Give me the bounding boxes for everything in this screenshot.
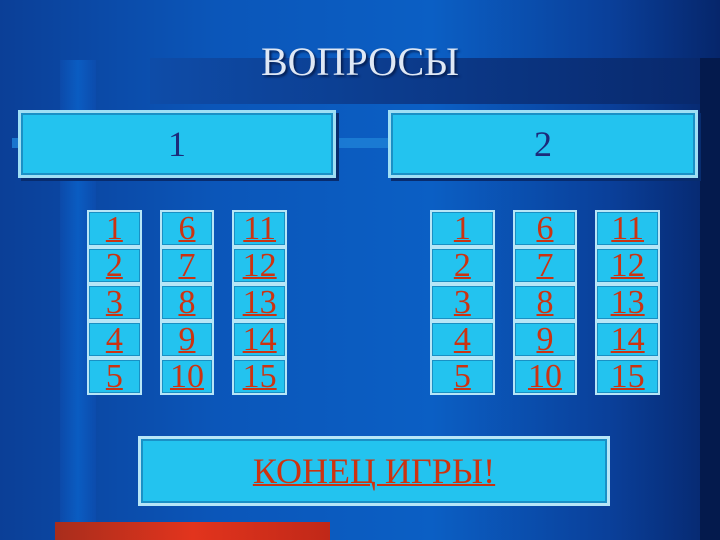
team-2-question-1[interactable]: 1	[430, 210, 495, 247]
team-1-question-3[interactable]: 3	[87, 284, 142, 321]
team-2-question-12[interactable]: 12	[595, 247, 660, 284]
decor-connector	[12, 138, 712, 148]
team-1-question-1[interactable]: 1	[87, 210, 142, 247]
team-2-question-4[interactable]: 4	[430, 321, 495, 358]
team-1-question-14[interactable]: 14	[232, 321, 287, 358]
team-2-question-9[interactable]: 9	[512, 321, 578, 358]
team-1-question-grid: 1 6 11 2 7 12 3 8 13 4 9 14 5 10 15	[87, 210, 287, 395]
team-2-question-2[interactable]: 2	[430, 247, 495, 284]
decor-top-bar	[150, 58, 720, 104]
team-2-header: 2	[388, 110, 698, 178]
end-game-link[interactable]: КОНЕЦ ИГРЫ!	[252, 451, 496, 491]
team-1-question-8[interactable]: 8	[159, 284, 215, 321]
team-1-question-11[interactable]: 11	[232, 210, 287, 247]
decor-right-bar	[700, 58, 720, 540]
page-title: ВОПРОСЫ	[260, 39, 460, 84]
team-1-question-7[interactable]: 7	[159, 247, 215, 284]
team-1-question-6[interactable]: 6	[159, 210, 215, 247]
team-2-question-10[interactable]: 10	[512, 358, 578, 395]
team-2-label: 2	[534, 124, 552, 164]
team-2-question-13[interactable]: 13	[595, 284, 660, 321]
end-game-panel: КОНЕЦ ИГРЫ!	[138, 436, 610, 506]
team-1-question-4[interactable]: 4	[87, 321, 142, 358]
team-2-question-14[interactable]: 14	[595, 321, 660, 358]
team-1-label: 1	[168, 124, 186, 164]
team-1-header: 1	[18, 110, 336, 178]
team-2-question-7[interactable]: 7	[512, 247, 578, 284]
decor-bottom-accent	[55, 522, 330, 540]
team-2-question-5[interactable]: 5	[430, 358, 495, 395]
team-1-question-12[interactable]: 12	[232, 247, 287, 284]
team-1-question-10[interactable]: 10	[159, 358, 215, 395]
team-2-question-3[interactable]: 3	[430, 284, 495, 321]
team-1-question-9[interactable]: 9	[159, 321, 215, 358]
team-2-question-15[interactable]: 15	[595, 358, 660, 395]
team-2-question-grid: 1 6 11 2 7 12 3 8 13 4 9 14 5 10 15	[430, 210, 660, 395]
team-1-question-15[interactable]: 15	[232, 358, 287, 395]
team-2-question-6[interactable]: 6	[512, 210, 578, 247]
team-1-question-5[interactable]: 5	[87, 358, 142, 395]
team-2-question-8[interactable]: 8	[512, 284, 578, 321]
team-2-question-11[interactable]: 11	[595, 210, 660, 247]
team-1-question-2[interactable]: 2	[87, 247, 142, 284]
team-1-question-13[interactable]: 13	[232, 284, 287, 321]
